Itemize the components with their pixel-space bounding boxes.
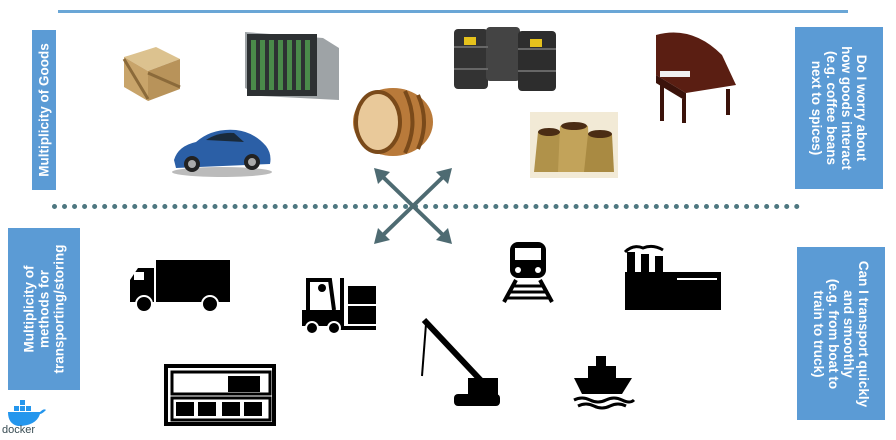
transport-question-box: Can I transport quickly and smoothly (e.… [797, 247, 885, 420]
goods-label: Multiplicity of Goods [36, 43, 52, 177]
goods-question-box: Do I worry about how goods interact (e.g… [795, 27, 883, 189]
forklift-icon [302, 278, 376, 335]
wooden-barrel-icon [353, 88, 433, 156]
truck-icon [130, 260, 230, 313]
docker-whale-icon [8, 400, 46, 426]
goods-label-box: Multiplicity of Goods [32, 30, 56, 190]
server-rack-icon [245, 32, 339, 100]
transport-question-line: Can I transport quickly [856, 260, 872, 407]
factory-icon [623, 244, 721, 310]
methods-label-line: Multiplicity of [21, 265, 37, 353]
methods-label-box: Multiplicity of methods for transporting… [8, 228, 80, 390]
coffee-sacks-icon [530, 112, 618, 178]
goods-question-line: next to spices) [808, 60, 824, 156]
crossing-arrows-icon [374, 168, 452, 244]
dotted-divider [52, 204, 800, 209]
docker-logo-text: docker [2, 424, 36, 436]
grand-piano-icon [656, 32, 736, 123]
container-stack-icon [164, 364, 276, 426]
transport-question: Can I transport quickly and smoothly (e.… [811, 260, 871, 406]
methods-label-line: transporting/storing [51, 244, 67, 374]
sports-car-icon [172, 129, 272, 177]
goods-question: Do I worry about how goods interact (e.g… [809, 46, 869, 170]
goods-question-line: (e.g. coffee beans [824, 50, 839, 166]
top-rule [58, 10, 848, 13]
methods-label-line: methods for [36, 270, 52, 349]
crate-icon [122, 47, 181, 101]
train-icon [502, 242, 554, 303]
transport-question-line: (e.g. from boat to [826, 278, 841, 389]
transport-question-line: and smoothly [841, 289, 857, 378]
transport-question-line: train to truck) [810, 289, 826, 377]
crane-icon [421, 317, 500, 406]
ship-icon [573, 356, 636, 410]
goods-question-line: Do I worry about [854, 54, 870, 162]
oil-barrels-icon [454, 27, 556, 91]
goods-question-line: how goods interact [839, 46, 855, 170]
methods-label: Multiplicity of methods for transporting… [21, 245, 66, 374]
docker-logo: docker [2, 400, 52, 440]
